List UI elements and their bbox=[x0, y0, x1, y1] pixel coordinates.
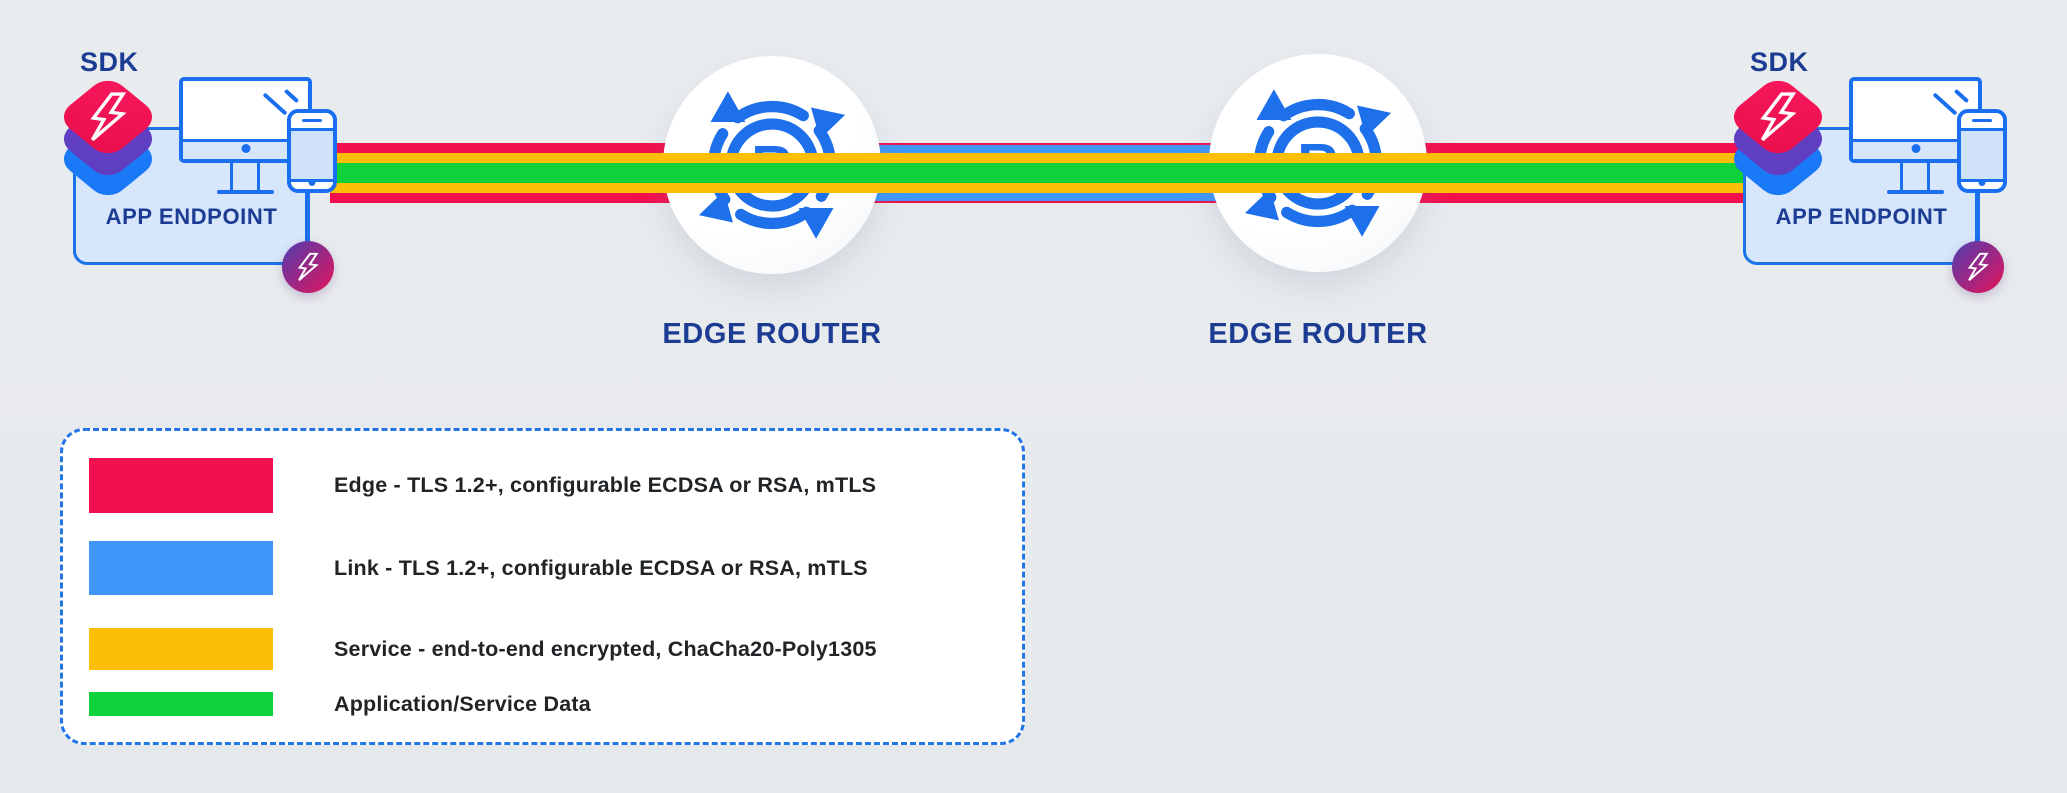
legend-box: Edge - TLS 1.2+, configurable ECDSA or R… bbox=[60, 428, 1025, 745]
ziti-bolt-icon bbox=[298, 252, 318, 282]
legend-swatch-edge bbox=[89, 458, 273, 513]
monitor-base bbox=[217, 190, 274, 194]
ziti-bolt-icon bbox=[1760, 92, 1795, 142]
phone-speaker bbox=[302, 119, 322, 122]
ziti-bolt-icon bbox=[90, 92, 125, 142]
legend-label: Application/Service Data bbox=[334, 691, 591, 716]
application-data-stripe bbox=[330, 163, 1755, 183]
ziti-badge bbox=[282, 241, 334, 293]
badge-connector-line bbox=[305, 190, 308, 245]
legend-row-link: Link - TLS 1.2+, configurable ECDSA or R… bbox=[89, 541, 1002, 595]
monitor-base bbox=[1887, 190, 1944, 194]
phone-home-dot bbox=[308, 179, 316, 186]
legend-label: Edge - TLS 1.2+, configurable ECDSA or R… bbox=[334, 473, 877, 497]
app-endpoint-label: APP ENDPOINT bbox=[1775, 204, 1948, 229]
legend-row-data: Application/Service Data bbox=[89, 692, 1002, 716]
service-stripe-top bbox=[330, 153, 1755, 163]
monitor-dot bbox=[1911, 144, 1920, 153]
app-endpoint-label: APP ENDPOINT bbox=[105, 204, 278, 229]
legend-label: Service - end-to-end encrypted, ChaCha20… bbox=[334, 636, 877, 661]
ziti-bolt-icon bbox=[1968, 252, 1988, 282]
monitor-chin bbox=[183, 139, 308, 159]
badge-connector-line bbox=[1975, 190, 1978, 245]
legend-swatch-link bbox=[89, 541, 273, 595]
ziti-badge bbox=[1952, 241, 2004, 293]
phone-speaker bbox=[1972, 119, 1992, 122]
phone-screen bbox=[1961, 128, 2003, 182]
phone-home-dot bbox=[1978, 179, 1986, 186]
service-stripe-bottom bbox=[330, 183, 1755, 193]
monitor-chin bbox=[1853, 139, 1978, 159]
legend-row-edge: Edge - TLS 1.2+, configurable ECDSA or R… bbox=[89, 458, 1002, 513]
legend-row-service: Service - end-to-end encrypted, ChaCha20… bbox=[89, 628, 1002, 670]
monitor-stand bbox=[1900, 163, 1930, 192]
phone-icon bbox=[287, 109, 337, 193]
phone-icon bbox=[1957, 109, 2007, 193]
legend-label: Link - TLS 1.2+, configurable ECDSA or R… bbox=[334, 555, 868, 580]
phone-screen bbox=[291, 128, 333, 182]
sdk-label: SDK bbox=[1750, 47, 1809, 77]
monitor-dot bbox=[241, 144, 250, 153]
legend-swatch-data bbox=[89, 692, 273, 716]
sdk-label: SDK bbox=[80, 47, 139, 77]
edge-router-label: EDGE ROUTER bbox=[1208, 318, 1428, 350]
monitor-stand bbox=[230, 163, 260, 192]
edge-router-label: EDGE ROUTER bbox=[662, 318, 882, 350]
legend-swatch-service bbox=[89, 628, 273, 670]
